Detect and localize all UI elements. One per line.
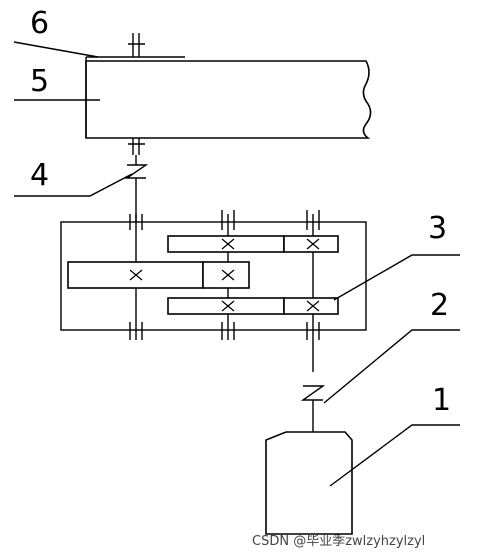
motor bbox=[265, 431, 353, 535]
watermark: CSDN @毕业季zwlzyhzylzyl bbox=[252, 534, 425, 549]
label-1: 1 bbox=[432, 383, 451, 418]
upper-coupling bbox=[124, 155, 149, 222]
label-5: 5 bbox=[30, 64, 49, 99]
label-2: 2 bbox=[430, 288, 449, 323]
label-6: 6 bbox=[30, 6, 49, 41]
drum bbox=[85, 33, 372, 155]
lower-coupling bbox=[300, 385, 326, 432]
reducer bbox=[60, 210, 367, 372]
label-4: 4 bbox=[30, 158, 49, 193]
label-3: 3 bbox=[428, 211, 447, 246]
leader-lines bbox=[13, 41, 460, 487]
